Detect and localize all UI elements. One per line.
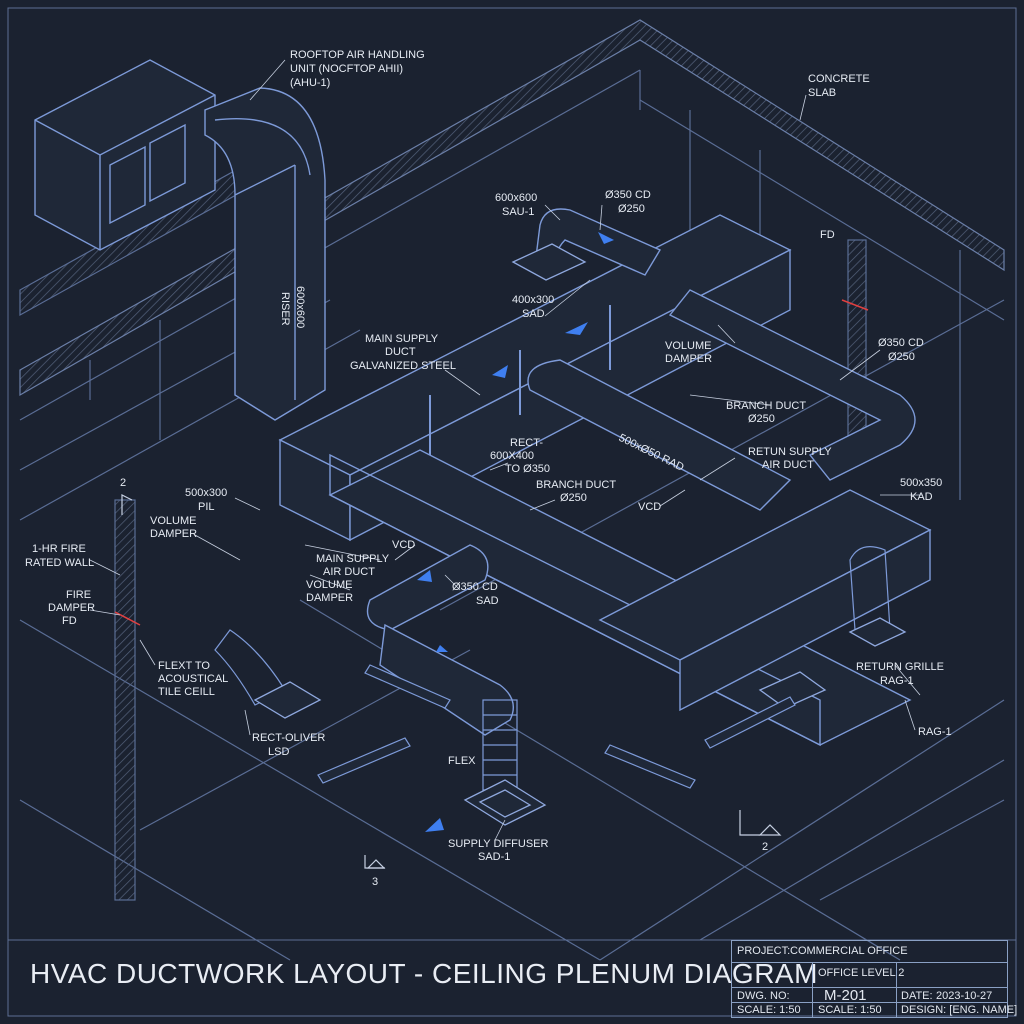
label-supply-diffuser: SUPPLY DIFFUSER <box>448 838 549 850</box>
label-supply-diffuser: SAD-1 <box>478 851 510 863</box>
label-main-supply-duct: GALVANIZED STEEL <box>350 360 456 372</box>
tb-date: 2023-10-27 <box>936 990 993 1002</box>
label-return-supply: RETUN SUPPLY <box>748 446 832 458</box>
label-volume-damper-c: VOLUME <box>306 579 352 591</box>
label-cd-top: Ø350 CD <box>605 189 651 201</box>
tb-design: DESIGN: [ENG. NAME] <box>901 1004 1018 1016</box>
rooftop-ahu <box>34 59 216 251</box>
sheet-border <box>7 7 1017 1017</box>
label-concrete-slab: SLAB <box>808 87 836 99</box>
label-vcd-c: VCD <box>638 501 661 513</box>
label-volume-damper-c: DAMPER <box>306 592 353 604</box>
label-riser-size: 600x600 <box>294 286 306 328</box>
riser-duct <box>204 87 326 421</box>
label-branch-duct-c: Ø250 <box>560 492 587 504</box>
label-sad-top: 600x600 <box>495 192 537 204</box>
tb-date-label: DATE: <box>901 990 933 1002</box>
label-flext: FLEXT TO <box>158 660 210 672</box>
diffusers <box>253 243 907 826</box>
title-block: PROJECT: COMMERCIAL OFFICE OFFICE LEVEL … <box>731 940 1017 1018</box>
label-kad: KAD <box>910 491 933 503</box>
round-branches <box>366 208 916 736</box>
tb-scale-1: SCALE: 1:50 <box>737 1004 801 1016</box>
label-flext: ACOUSTICAL <box>158 673 228 685</box>
label-rect-oliver: RECT-OLIVER <box>252 732 325 744</box>
label-rect-transition: TO Ø350 <box>505 463 550 475</box>
tb-project-line2: OFFICE LEVEL 2 <box>818 967 905 979</box>
drawing-title: HVAC DUCTWORK LAYOUT - CEILING PLENUM DI… <box>30 958 818 989</box>
label-return-grille: RETURN GRILLE <box>856 661 944 673</box>
label-fd-top: FD <box>820 229 835 241</box>
label-ahu: UNIT (NOCFTOP AHII) <box>290 63 403 75</box>
label-sad-top: SAU-1 <box>502 206 534 218</box>
flow-arrows <box>417 232 614 832</box>
label-cd-sad: Ø350 CD <box>452 581 498 593</box>
label-sad-400: SAD <box>522 308 545 320</box>
label-rag: RAG-1 <box>918 726 952 738</box>
label-fire-rated-wall: 1-HR FIRE <box>32 543 86 555</box>
label-kad: 500x350 <box>900 477 942 489</box>
label-branch-duct-r: BRANCH DUCT <box>726 400 806 412</box>
tb-project-label: PROJECT: <box>737 945 791 957</box>
fire-damper-markers <box>114 299 869 626</box>
label-rect-oliver: LSD <box>268 746 289 758</box>
label-rect-transition: RECT- <box>510 437 543 449</box>
label-volume-damper-l: VOLUME <box>150 515 196 527</box>
label-volume-damper-l: DAMPER <box>150 528 197 540</box>
label-pil: PIL <box>198 501 215 513</box>
label-ahu: ROOFTOP AIR HANDLING <box>290 49 425 61</box>
section-marker-2-left: 2 <box>120 477 126 489</box>
label-cd-top: Ø250 <box>618 203 645 215</box>
section-marker-2-right: 2 <box>762 841 768 853</box>
label-rect-transition: 600X400 <box>490 450 534 462</box>
label-cd-right: Ø250 <box>888 351 915 363</box>
leader-lines <box>89 59 922 841</box>
label-main-supply-duct: MAIN SUPPLY <box>365 333 439 345</box>
tb-dwg-no: M-201 <box>824 987 867 1004</box>
label-main-supply-air-duct: AIR DUCT <box>323 566 375 578</box>
label-vcd-l: VCD <box>392 539 415 551</box>
label-flext: TILE CEILL <box>158 686 215 698</box>
label-main-supply-air-duct: MAIN SUPPLY <box>316 553 390 565</box>
label-fire-damper: DAMPER <box>48 602 95 614</box>
tb-project: COMMERCIAL OFFICE <box>790 945 908 957</box>
label-cd-sad: SAD <box>476 595 499 607</box>
label-fire-damper: FIRE <box>66 589 91 601</box>
label-fire-rated-wall: RATED WALL <box>25 557 94 569</box>
label-volume-damper-r: VOLUME <box>665 340 711 352</box>
label-ahu: (AHU-1) <box>290 77 330 89</box>
label-riser: RISER <box>279 292 291 326</box>
label-pil: 500x300 <box>185 487 227 499</box>
lower-trunk <box>328 449 932 747</box>
section-markers <box>121 494 782 869</box>
label-cd-right: Ø350 CD <box>878 337 924 349</box>
label-return-supply: AIR DUCT <box>762 459 814 471</box>
section-marker-3: 3 <box>372 876 378 888</box>
slot-diffusers <box>317 664 796 789</box>
label-concrete-slab: CONCRETE <box>808 73 870 85</box>
label-volume-damper-r: DAMPER <box>665 353 712 365</box>
label-sad-400: 400x300 <box>512 294 554 306</box>
tb-scale-2: SCALE: 1:50 <box>818 1004 882 1016</box>
label-fire-damper: FD <box>62 615 77 627</box>
label-flex: FLEX <box>448 755 476 767</box>
label-return-grille: RAG-1 <box>880 675 914 687</box>
label-branch-duct-r: Ø250 <box>748 413 775 425</box>
label-main-supply-duct: DUCT <box>385 346 416 358</box>
label-branch-duct-c: BRANCH DUCT <box>536 479 616 491</box>
tb-dwg-no-label: DWG. NO: <box>737 990 790 1002</box>
